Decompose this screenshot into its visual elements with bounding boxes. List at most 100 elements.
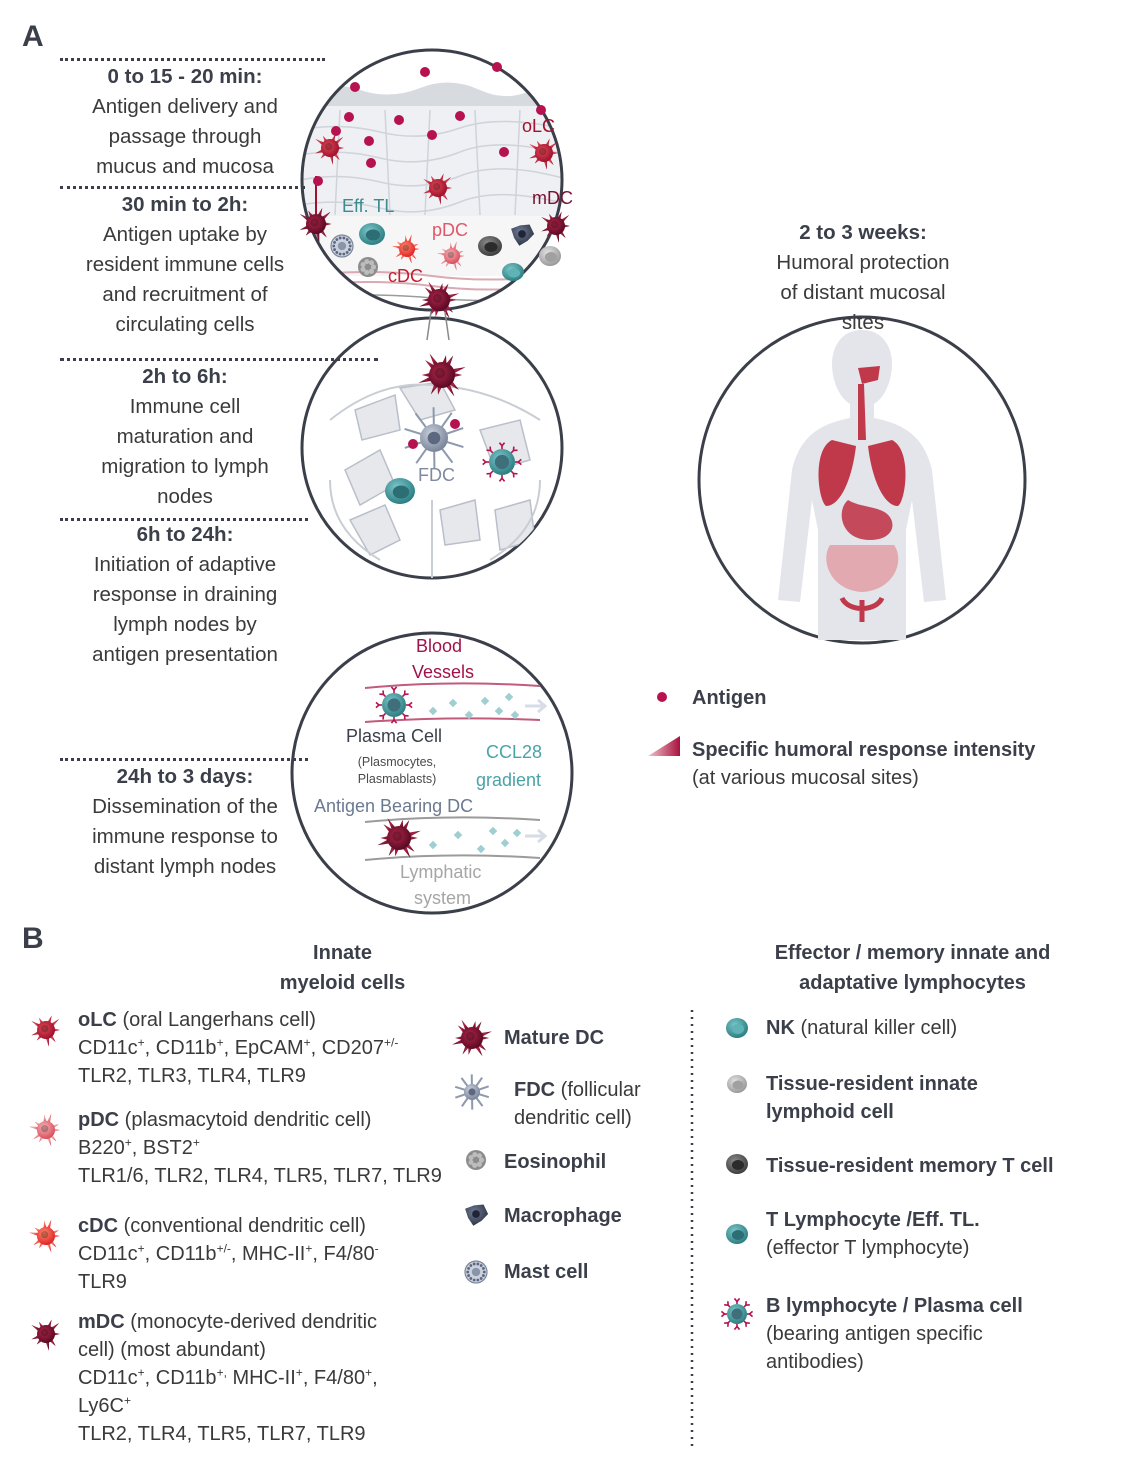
legend-response-title: Specific humoral response intensity	[692, 739, 1036, 761]
mast-cell-icon-granule	[345, 251, 349, 254]
timeline-divider	[60, 518, 308, 521]
timeline-desc: immune response to	[92, 825, 278, 848]
antigen-dot	[499, 147, 509, 157]
marker-sup: +	[303, 1035, 311, 1050]
plasma-cell-icon-antibody	[379, 714, 385, 720]
timeline-desc: distant lymph nodes	[93, 855, 277, 878]
olc-name: oLC	[78, 1009, 117, 1031]
plasma-sub-line: (Plasmocytes,	[357, 755, 437, 769]
timeline-time: 6h to 24h:	[136, 523, 234, 546]
timeline-desc: maturation and	[116, 425, 254, 448]
trm-entry: Tissue-resident memory T cell	[766, 1152, 1054, 1180]
b-cell-icon-antibody	[498, 477, 506, 482]
plasma-cell-icon-antibody	[403, 690, 409, 696]
b-cell-icon-antibody	[486, 446, 492, 452]
fdc-desc-2: dendritic cell)	[514, 1107, 632, 1129]
antigen-dot	[450, 419, 460, 429]
mature-dc-cell-icon	[419, 281, 459, 319]
timeline-desc: nodes	[157, 485, 213, 508]
marker-sup: +	[295, 1365, 303, 1380]
trm-cell-icon-nucleus	[484, 242, 498, 252]
nk-desc: (natural killer cell)	[794, 1017, 958, 1039]
marker: , EpCAM	[223, 1037, 304, 1059]
b-lymphocyte-desc-2: antibodies)	[766, 1351, 864, 1373]
antigen-bearing-dc-label: Antigen Bearing DC	[314, 796, 474, 816]
marker-sup: +/-	[384, 1035, 399, 1050]
b-lymphocyte-legend-icon-antibody	[745, 1301, 750, 1306]
marker-sup: +	[137, 1035, 145, 1050]
b-lymphocyte-legend-icon-antibody	[743, 1320, 747, 1324]
tlr-list: TLR9	[78, 1271, 127, 1293]
tlr-list: TLR2, TLR4, TLR5, TLR7, TLR9	[78, 1423, 366, 1445]
b-cell-icon-antibody	[482, 458, 487, 466]
mast-cell-icon-granule	[345, 238, 349, 241]
timeline-desc: circulating cells	[115, 313, 255, 336]
marker-sup: +	[123, 1393, 131, 1408]
pdc-legend-icon	[29, 1113, 60, 1147]
antigen-dot	[420, 67, 430, 77]
mast-cell-legend-icon-granule	[482, 1270, 486, 1274]
mucosa-illustration	[302, 50, 562, 310]
b-cell-icon-antibody	[486, 472, 492, 478]
timeline-step: 30 min to 2h: Antigen uptake by resident…	[55, 190, 315, 340]
eosinophil-cell-icon-granule	[370, 264, 376, 270]
b-lymphocyte-legend-icon-antibody	[743, 1304, 747, 1308]
marker-sup: +	[124, 1135, 132, 1150]
marker-sup: +/-	[216, 1241, 231, 1256]
mast-cell-label: Mast cell	[504, 1261, 589, 1283]
weeks-desc: sites	[841, 311, 885, 334]
fdc-cell-icon-nucleus	[427, 431, 441, 445]
t-lymphocyte-desc: (effector T lymphocyte)	[766, 1237, 970, 1259]
timeline-desc: lymph nodes by	[113, 613, 257, 636]
mast-cell-icon-granule	[338, 236, 342, 240]
eosinophil-label: Eosinophil	[504, 1151, 607, 1173]
b-lymphocyte-legend-icon-antibody	[745, 1322, 750, 1327]
mast-cell-legend-icon-granule	[476, 1278, 480, 1282]
antigen-dot	[331, 126, 341, 136]
nk-cell-icon-nucleus	[507, 268, 521, 278]
b-cell-icon-antibody	[517, 458, 522, 466]
mast-cell-icon-granule	[338, 252, 342, 256]
innate-header-line: myeloid cells	[279, 972, 406, 994]
timeline-desc: migration to lymph	[101, 455, 269, 478]
timeline-time: 24h to 3 days:	[116, 765, 254, 788]
antigen-dot	[394, 115, 404, 125]
b-lymphocyte-entry: B lymphocyte / Plasma cell (bearing anti…	[766, 1292, 1023, 1376]
b-cell-icon-antibody	[489, 470, 494, 475]
legend-antigen-label: Antigen	[692, 687, 767, 709]
t-lymphocyte-cell-icon-nucleus	[392, 485, 410, 499]
olc-legend-icon	[31, 1015, 60, 1047]
timeline-desc: mucus and mucosa	[96, 155, 274, 178]
timeline-desc: Dissemination of the	[92, 795, 278, 818]
olc-cell-icon	[529, 138, 558, 170]
mast-cell-icon-granule	[335, 251, 339, 254]
eosinophil-legend-icon-granule	[476, 1153, 482, 1159]
ilc-legend-icon-nucleus	[732, 1080, 744, 1090]
ilc-entry: Tissue-resident innate lymphoid cell	[766, 1070, 978, 1126]
mast-cell-legend-icon-granule	[472, 1262, 476, 1266]
innate-header: Innate myeloid cells	[240, 938, 445, 998]
marker: Ly6C	[78, 1395, 124, 1417]
timeline-divider	[60, 186, 305, 189]
eosinophil-legend-icon-granule	[478, 1157, 484, 1163]
b-cell-icon-antibody	[510, 470, 515, 475]
plasma-cell-icon-antibody	[382, 693, 387, 698]
b-lymphocyte-legend-icon-antibody	[724, 1322, 729, 1327]
b-lymphocyte-legend-icon-nucleus	[731, 1308, 743, 1320]
eosinophil-legend-icon-granule	[468, 1159, 474, 1165]
marker: , F4/80	[312, 1243, 375, 1265]
antigen-dot	[350, 82, 360, 92]
eosinophil-cell-icon-granule	[368, 260, 374, 266]
timeline-time: 0 to 15 - 20 min:	[107, 65, 263, 88]
mast-cell-entry: Mast cell	[504, 1258, 588, 1286]
pdc-name: pDC	[78, 1109, 120, 1131]
plasma-cell-icon-antibody	[390, 719, 398, 724]
timeline-desc: and recruitment of	[102, 283, 268, 306]
effector-header: Effector / memory innate and adaptative …	[735, 938, 1090, 998]
innate-header-line: Innate	[313, 942, 372, 964]
timeline-desc: resident immune cells	[85, 253, 285, 276]
mature-dc-label: Mature DC	[504, 1027, 605, 1049]
timeline-time: 30 min to 2h:	[121, 193, 249, 216]
mast-cell-icon-granule	[348, 248, 351, 251]
plasma-cell-icon-antibody	[375, 701, 380, 709]
